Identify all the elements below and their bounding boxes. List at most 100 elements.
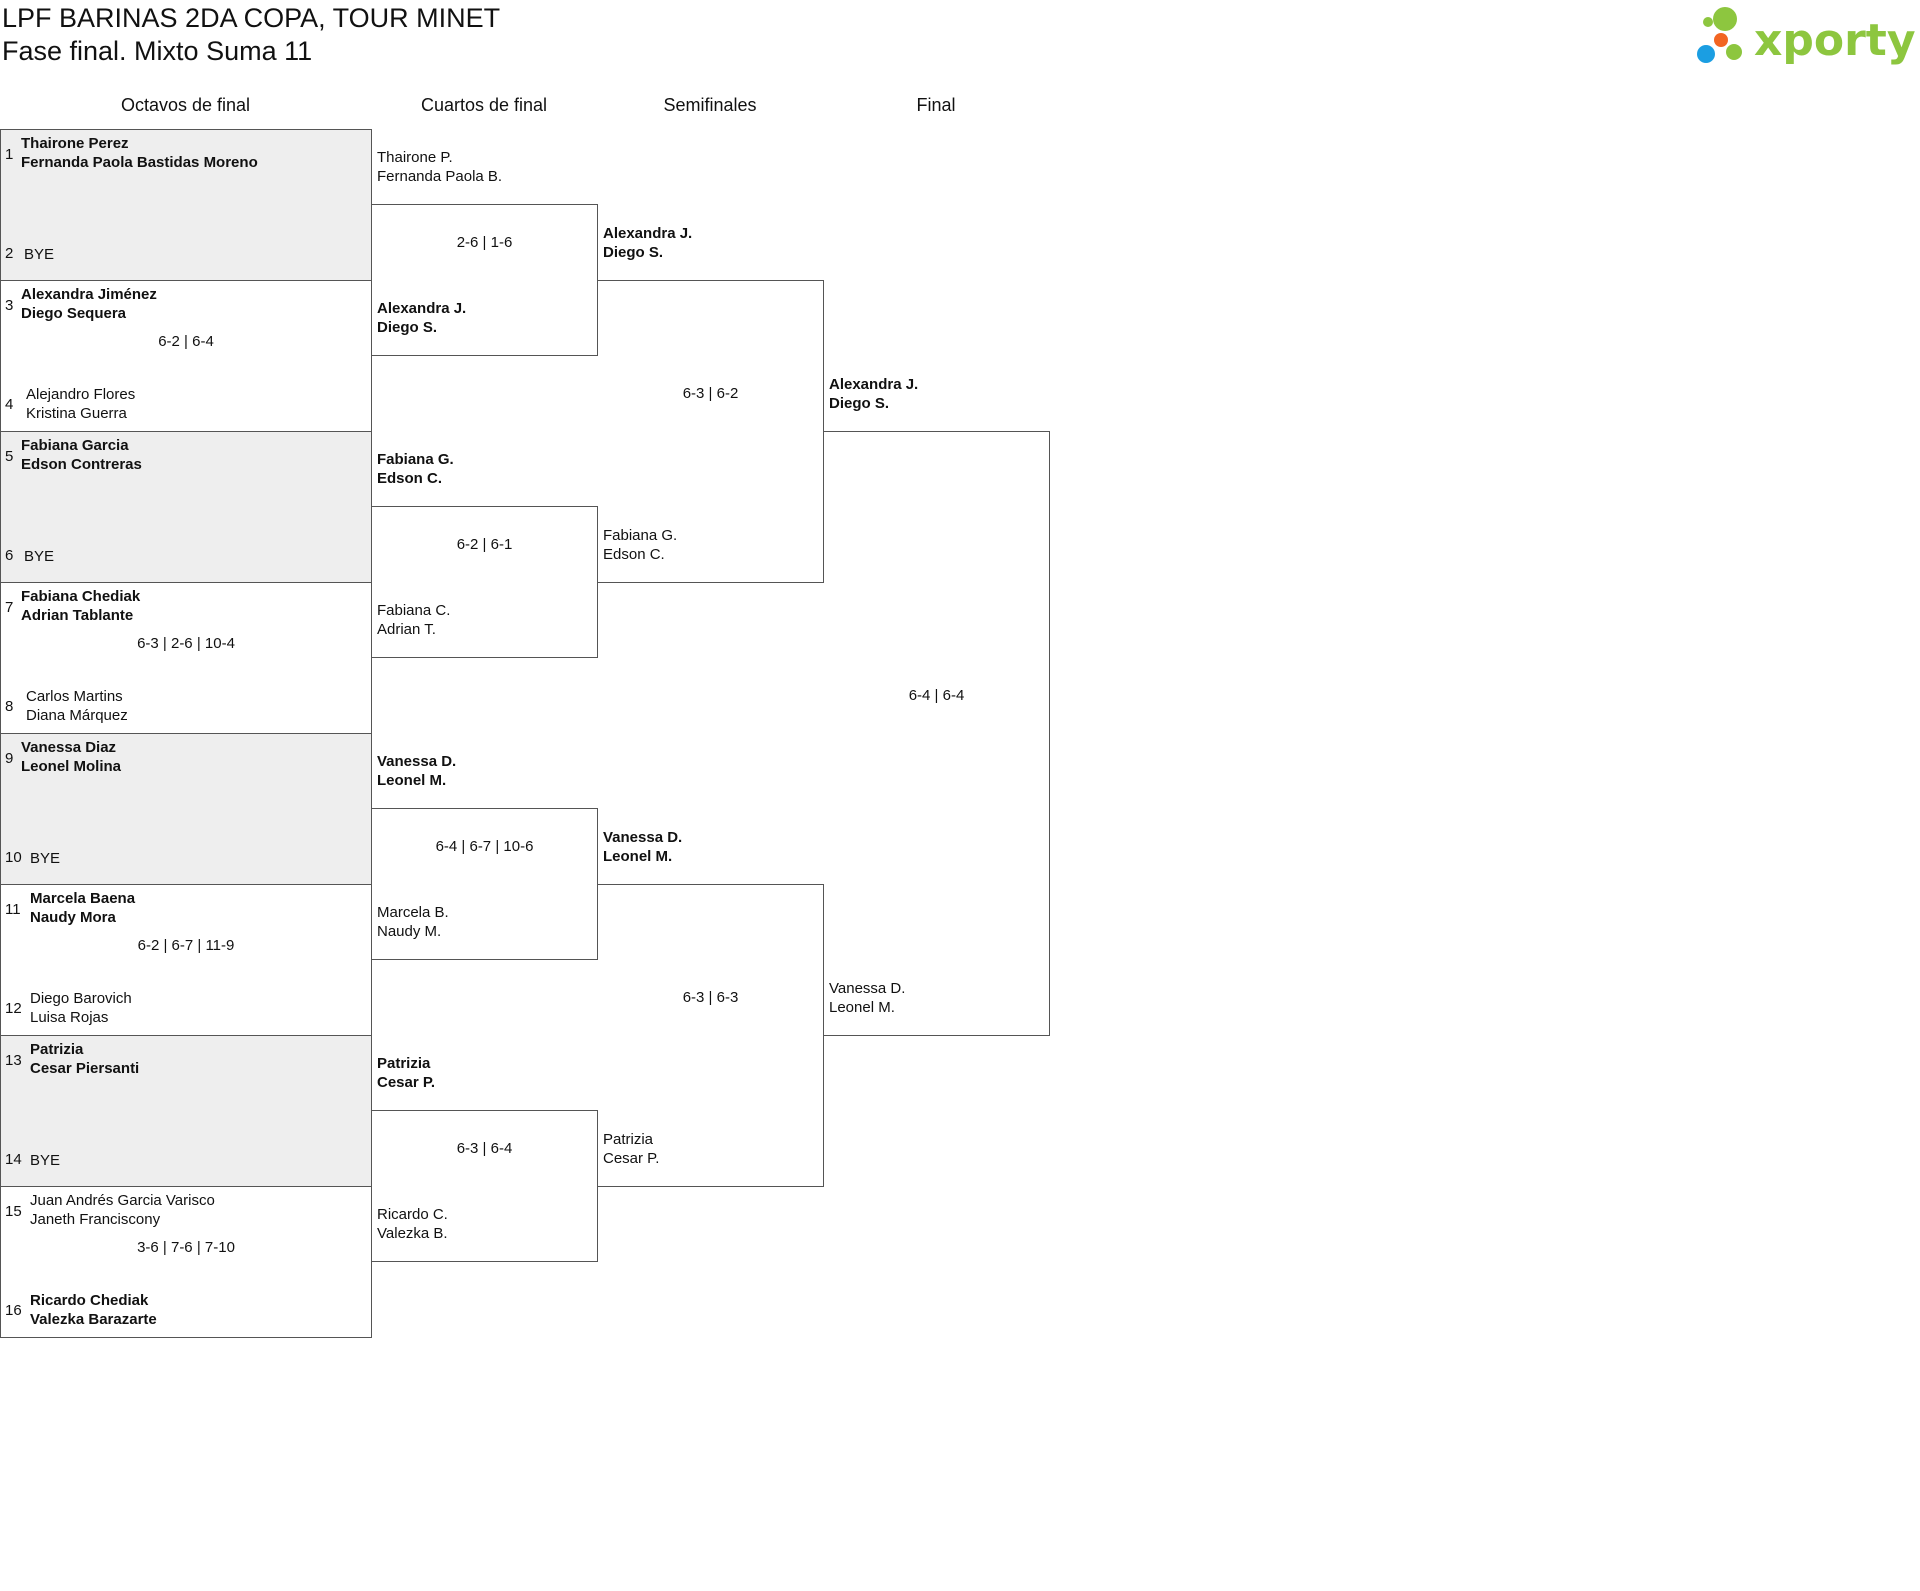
match-r16 bbox=[0, 129, 372, 281]
seed-number: 11 bbox=[5, 901, 21, 918]
team-a-player-2: Edson Contreras bbox=[21, 456, 142, 473]
team-a-player-2: Diego Sequera bbox=[21, 305, 127, 322]
seed-number: 8 bbox=[5, 698, 14, 715]
seed-number: 15 bbox=[5, 1203, 22, 1220]
team-a-player-1: Vanessa D. bbox=[377, 753, 457, 770]
seed-number: 13 bbox=[5, 1052, 22, 1069]
team-b-player-2: Adrian T. bbox=[377, 621, 436, 638]
match-score: 6-2 | 6-1 bbox=[456, 535, 513, 553]
seed-number: 12 bbox=[5, 1000, 22, 1017]
team-b-player-1: Carlos Martins bbox=[26, 688, 123, 705]
team-b-player-1: Patrizia bbox=[603, 1131, 654, 1148]
logo-wordmark: xporty bbox=[1754, 15, 1916, 66]
team-b-player-2: Naudy M. bbox=[377, 923, 442, 940]
team-a-player-2: Leonel Molina bbox=[21, 758, 122, 775]
team-a-player-1: Alexandra J. bbox=[829, 376, 919, 393]
match-score: 6-3 | 6-2 bbox=[682, 385, 739, 402]
xporty-logo: xporty bbox=[1696, 5, 1920, 67]
team-a-player-1: Fabiana Garcia bbox=[21, 437, 129, 454]
team-a-player-2: Edson C. bbox=[377, 470, 443, 487]
team-b-player-1: Vanessa D. bbox=[829, 980, 906, 997]
logo-dot-green-small bbox=[1703, 17, 1713, 27]
logo-dot-green-large bbox=[1713, 7, 1737, 31]
xporty-logo-mark: xporty bbox=[1697, 7, 1916, 66]
team-a-player-2: Cesar Piersanti bbox=[30, 1060, 140, 1077]
match-score: 6-3 | 6-3 bbox=[682, 989, 739, 1006]
seed-number: 10 bbox=[5, 849, 22, 866]
seed-number: 3 bbox=[5, 297, 14, 314]
match-final bbox=[823, 431, 1050, 1036]
team-a-player-2: Janeth Franciscony bbox=[30, 1211, 161, 1228]
team-b-player-2: Luisa Rojas bbox=[30, 1009, 109, 1026]
match-score: 2-6 | 1-6 bbox=[456, 233, 513, 251]
round-header-cuartos: Cuartos de final bbox=[420, 95, 548, 115]
team-a-player-1: Fabiana G. bbox=[377, 451, 454, 468]
seed-number: 9 bbox=[5, 750, 14, 767]
page-subtitle: Fase final. Mixto Suma 11 bbox=[2, 36, 313, 66]
team-a-player-2: Adrian Tablante bbox=[21, 607, 134, 624]
team-a-player-2: Naudy Mora bbox=[30, 909, 116, 926]
team-a-player-1: Alexandra J. bbox=[603, 225, 693, 242]
logo-dot-orange bbox=[1714, 33, 1728, 47]
seed-number: 5 bbox=[5, 448, 14, 465]
team-b-player-1: Ricardo C. bbox=[377, 1206, 448, 1223]
match-r16 bbox=[0, 431, 372, 583]
match-score: 6-4 | 6-7 | 10-6 bbox=[435, 837, 534, 855]
team-b-player-2: Valezka B. bbox=[377, 1225, 448, 1242]
team-b-player-2: Kristina Guerra bbox=[26, 405, 127, 422]
team-a-player-2: Fernanda Paola B. bbox=[377, 168, 503, 185]
seed-number: 6 bbox=[5, 547, 14, 564]
team-b-player-2: Valezka Barazarte bbox=[30, 1311, 157, 1328]
team-b-player-1: Marcela B. bbox=[377, 904, 449, 921]
match-r16 bbox=[0, 1035, 372, 1187]
team-a-player-1: Vanessa D. bbox=[603, 829, 683, 846]
match-score: 6-4 | 6-4 bbox=[908, 687, 965, 704]
team-a-player-2: Cesar P. bbox=[377, 1074, 436, 1091]
seed-number: 7 bbox=[5, 599, 14, 616]
team-b-player-2: Diego S. bbox=[377, 319, 438, 336]
team-a-player-1: Thairone Perez bbox=[21, 135, 129, 152]
team-a-player-1: Juan Andrés Garcia Varisco bbox=[30, 1192, 215, 1209]
match-score: 3-6 | 7-6 | 7-10 bbox=[137, 1239, 235, 1256]
team-a-player-1: Vanessa Diaz bbox=[21, 739, 117, 756]
team-b-player-1: Diego Barovich bbox=[30, 990, 132, 1007]
match-r16 bbox=[0, 1186, 372, 1338]
match-score: 6-2 | 6-4 bbox=[158, 333, 214, 350]
team-a-player-2: Fernanda Paola Bastidas Moreno bbox=[21, 154, 258, 171]
match-score: 6-2 | 6-7 | 11-9 bbox=[137, 937, 235, 954]
round-header-final: Final bbox=[916, 95, 956, 115]
team-b-player-2: Edson C. bbox=[603, 546, 665, 563]
team-b-player-2: Diana Márquez bbox=[26, 707, 128, 724]
seed-number: 16 bbox=[5, 1302, 22, 1319]
round-header-semifinales: Semifinales bbox=[663, 95, 757, 115]
seed-number: 14 bbox=[5, 1151, 22, 1168]
bye-label: BYE bbox=[30, 850, 61, 867]
team-a-player-2: Leonel M. bbox=[603, 848, 673, 865]
seed-number: 4 bbox=[5, 396, 14, 413]
seed-number: 1 bbox=[5, 146, 14, 163]
team-b-player-1: Fabiana C. bbox=[377, 602, 451, 619]
team-b-player-2: Leonel M. bbox=[829, 999, 895, 1016]
bye-label: BYE bbox=[24, 548, 55, 565]
team-a-player-1: Alexandra Jiménez bbox=[21, 286, 157, 303]
team-b-player-2: Cesar P. bbox=[603, 1150, 660, 1167]
team-a-player-1: Marcela Baena bbox=[30, 890, 136, 907]
team-b-player-1: Alejandro Flores bbox=[26, 386, 136, 403]
match-r16 bbox=[0, 733, 372, 885]
seed-number: 2 bbox=[5, 245, 14, 262]
bye-label: BYE bbox=[24, 246, 55, 263]
match-score: 6-3 | 6-4 bbox=[456, 1139, 513, 1157]
team-a-player-1: Patrizia bbox=[377, 1055, 431, 1072]
match-score: 6-3 | 2-6 | 10-4 bbox=[137, 635, 235, 652]
team-b-player-1: Alexandra J. bbox=[377, 300, 467, 317]
team-a-player-2: Diego S. bbox=[603, 244, 664, 261]
team-b-player-1: Ricardo Chediak bbox=[30, 1292, 149, 1309]
round-header-octavos: Octavos de final bbox=[120, 95, 251, 115]
team-a-player-1: Fabiana Chediak bbox=[21, 588, 141, 605]
page-title: LPF BARINAS 2DA COPA, TOUR MINET bbox=[2, 3, 501, 33]
team-b-player-1: Fabiana G. bbox=[603, 527, 678, 544]
logo-dot-green-mid bbox=[1726, 44, 1742, 60]
team-a-player-2: Leonel M. bbox=[377, 772, 447, 789]
team-a-player-1: Patrizia bbox=[30, 1041, 84, 1058]
logo-dot-blue-large bbox=[1697, 45, 1715, 63]
